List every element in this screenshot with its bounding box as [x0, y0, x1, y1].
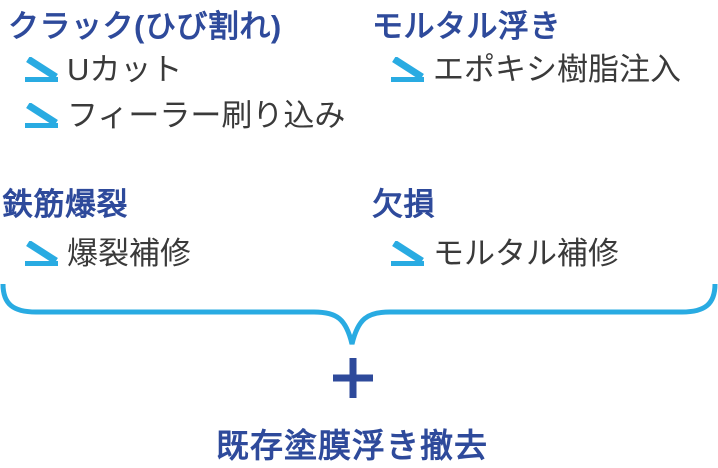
- repair-method-label: 爆裂補修: [67, 236, 191, 271]
- repair-method-item: 爆裂補修: [25, 236, 191, 272]
- down-right-arrow-icon: [391, 241, 426, 267]
- group-chipping: 欠損 モルタル補修: [372, 186, 619, 271]
- repair-method-item: モルタル補修: [391, 236, 619, 272]
- footer-label: 既存塗膜浮き撤去: [216, 427, 488, 464]
- group-title: クラック(ひび割れ): [8, 9, 282, 44]
- down-right-arrow-icon: [391, 57, 426, 83]
- down-right-arrow-icon: [25, 57, 60, 83]
- repair-method-item: Uカット: [25, 52, 182, 88]
- plus-icon: [333, 358, 373, 398]
- repair-method-label: Uカット: [67, 52, 183, 87]
- repair-method-label: モルタル補修: [433, 236, 619, 271]
- repair-method-label: エポキシ樹脂注入: [433, 52, 681, 87]
- down-right-arrow-icon: [25, 241, 60, 267]
- down-right-arrow-icon: [25, 103, 60, 129]
- group-rebar-burst: 鉄筋爆裂 爆裂補修: [2, 186, 191, 271]
- group-title: 鉄筋爆裂: [2, 187, 128, 222]
- group-title: 欠損: [372, 187, 435, 222]
- group-crack: クラック(ひび割れ) Uカット フィーラー刷り込み: [8, 8, 345, 133]
- curly-brace-icon: [0, 283, 718, 345]
- repair-method-item: エポキシ樹脂注入: [391, 52, 681, 88]
- repair-method-label: フィーラー刷り込み: [67, 98, 346, 133]
- group-mortar-lift: モルタル浮き エポキシ樹脂注入: [372, 8, 681, 87]
- repair-method-item: フィーラー刷り込み: [25, 98, 345, 134]
- group-title: モルタル浮き: [372, 9, 561, 44]
